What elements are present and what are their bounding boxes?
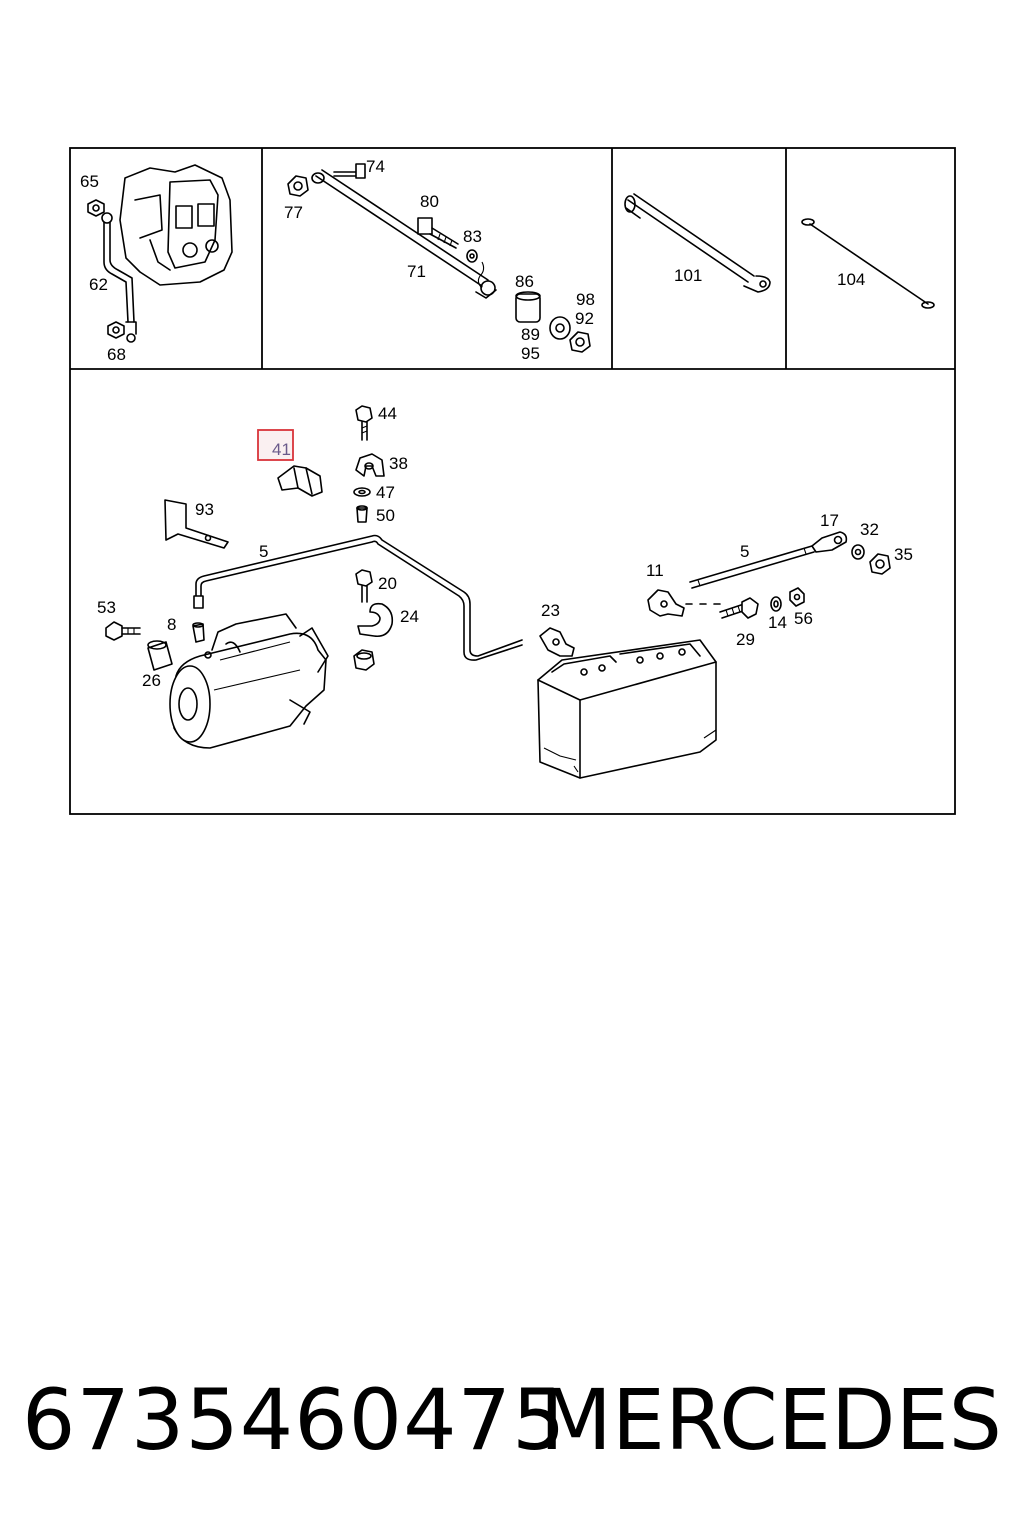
part-label-53[interactable]: 24 <box>400 607 419 626</box>
brand-name: MERCEDES <box>539 1371 1002 1469</box>
part-label-62[interactable]: 62 <box>89 275 108 294</box>
part-label-104[interactable]: 104 <box>837 270 865 289</box>
part-label-38[interactable]: 38 <box>389 454 408 473</box>
part-label-80[interactable]: 80 <box>420 192 439 211</box>
part-label-44[interactable]: 44 <box>378 404 397 423</box>
part-label-77[interactable]: 77 <box>284 203 303 222</box>
highlight-box <box>257 429 294 461</box>
part-label-23[interactable]: 56 <box>794 609 813 628</box>
part-label-56[interactable]: 20 <box>378 574 397 593</box>
part-label-20[interactable]: 29 <box>736 630 755 649</box>
part-label-32[interactable]: 32 <box>860 520 879 539</box>
part-label-50[interactable]: 50 <box>376 506 395 525</box>
part-label-5[interactable]: 5 <box>259 542 268 561</box>
panel-4-strap: 104 <box>801 218 935 309</box>
part-label-98[interactable]: 98 <box>576 290 595 309</box>
part-label-26[interactable]: 26 <box>142 671 161 690</box>
part-label-35[interactable]: 35 <box>894 545 913 564</box>
part-label-93[interactable]: 93 <box>195 500 214 519</box>
part-label-47[interactable]: 47 <box>376 483 395 502</box>
part-label-41[interactable]: 41 <box>272 440 291 459</box>
part-label-24[interactable]: 14 <box>768 613 787 632</box>
part-label-101[interactable]: 101 <box>674 266 702 285</box>
panel-main-battery-starter: 44 41 38 47 50 93 5 5 17 <box>97 404 913 779</box>
part-label-68[interactable]: 68 <box>107 345 126 364</box>
part-label-83[interactable]: 83 <box>463 227 482 246</box>
parts-diagram: 65 62 68 74 77 80 <box>69 147 956 815</box>
part-label-29[interactable]: 53 <box>97 598 116 617</box>
part-label-74[interactable]: 74 <box>366 157 385 176</box>
part-label-95[interactable]: 95 <box>521 344 540 363</box>
part-label-89[interactable]: 89 <box>521 325 540 344</box>
part-label-86[interactable]: 86 <box>515 272 534 291</box>
part-label-11[interactable]: 11 <box>646 561 664 580</box>
panel-3-cable: 101 <box>624 193 771 293</box>
caption-bar: 6735460475 MERCEDES <box>0 1365 1024 1475</box>
panel-1-engine-ground: 65 62 68 <box>80 164 233 364</box>
part-label-5b[interactable]: 5 <box>740 542 749 561</box>
part-number: 6735460475 <box>22 1371 567 1469</box>
part-label-14[interactable]: 8 <box>167 615 176 634</box>
part-label-92[interactable]: 92 <box>575 309 594 328</box>
part-label-17[interactable]: 17 <box>820 511 839 530</box>
part-label-71[interactable]: 71 <box>407 262 426 281</box>
part-label-65[interactable]: 65 <box>80 172 99 191</box>
part-label-8[interactable]: 23 <box>541 601 560 620</box>
diagram-frame <box>69 147 956 815</box>
panel-2-strap-assembly: 74 77 80 83 71 86 98 92 89 95 <box>284 157 595 363</box>
